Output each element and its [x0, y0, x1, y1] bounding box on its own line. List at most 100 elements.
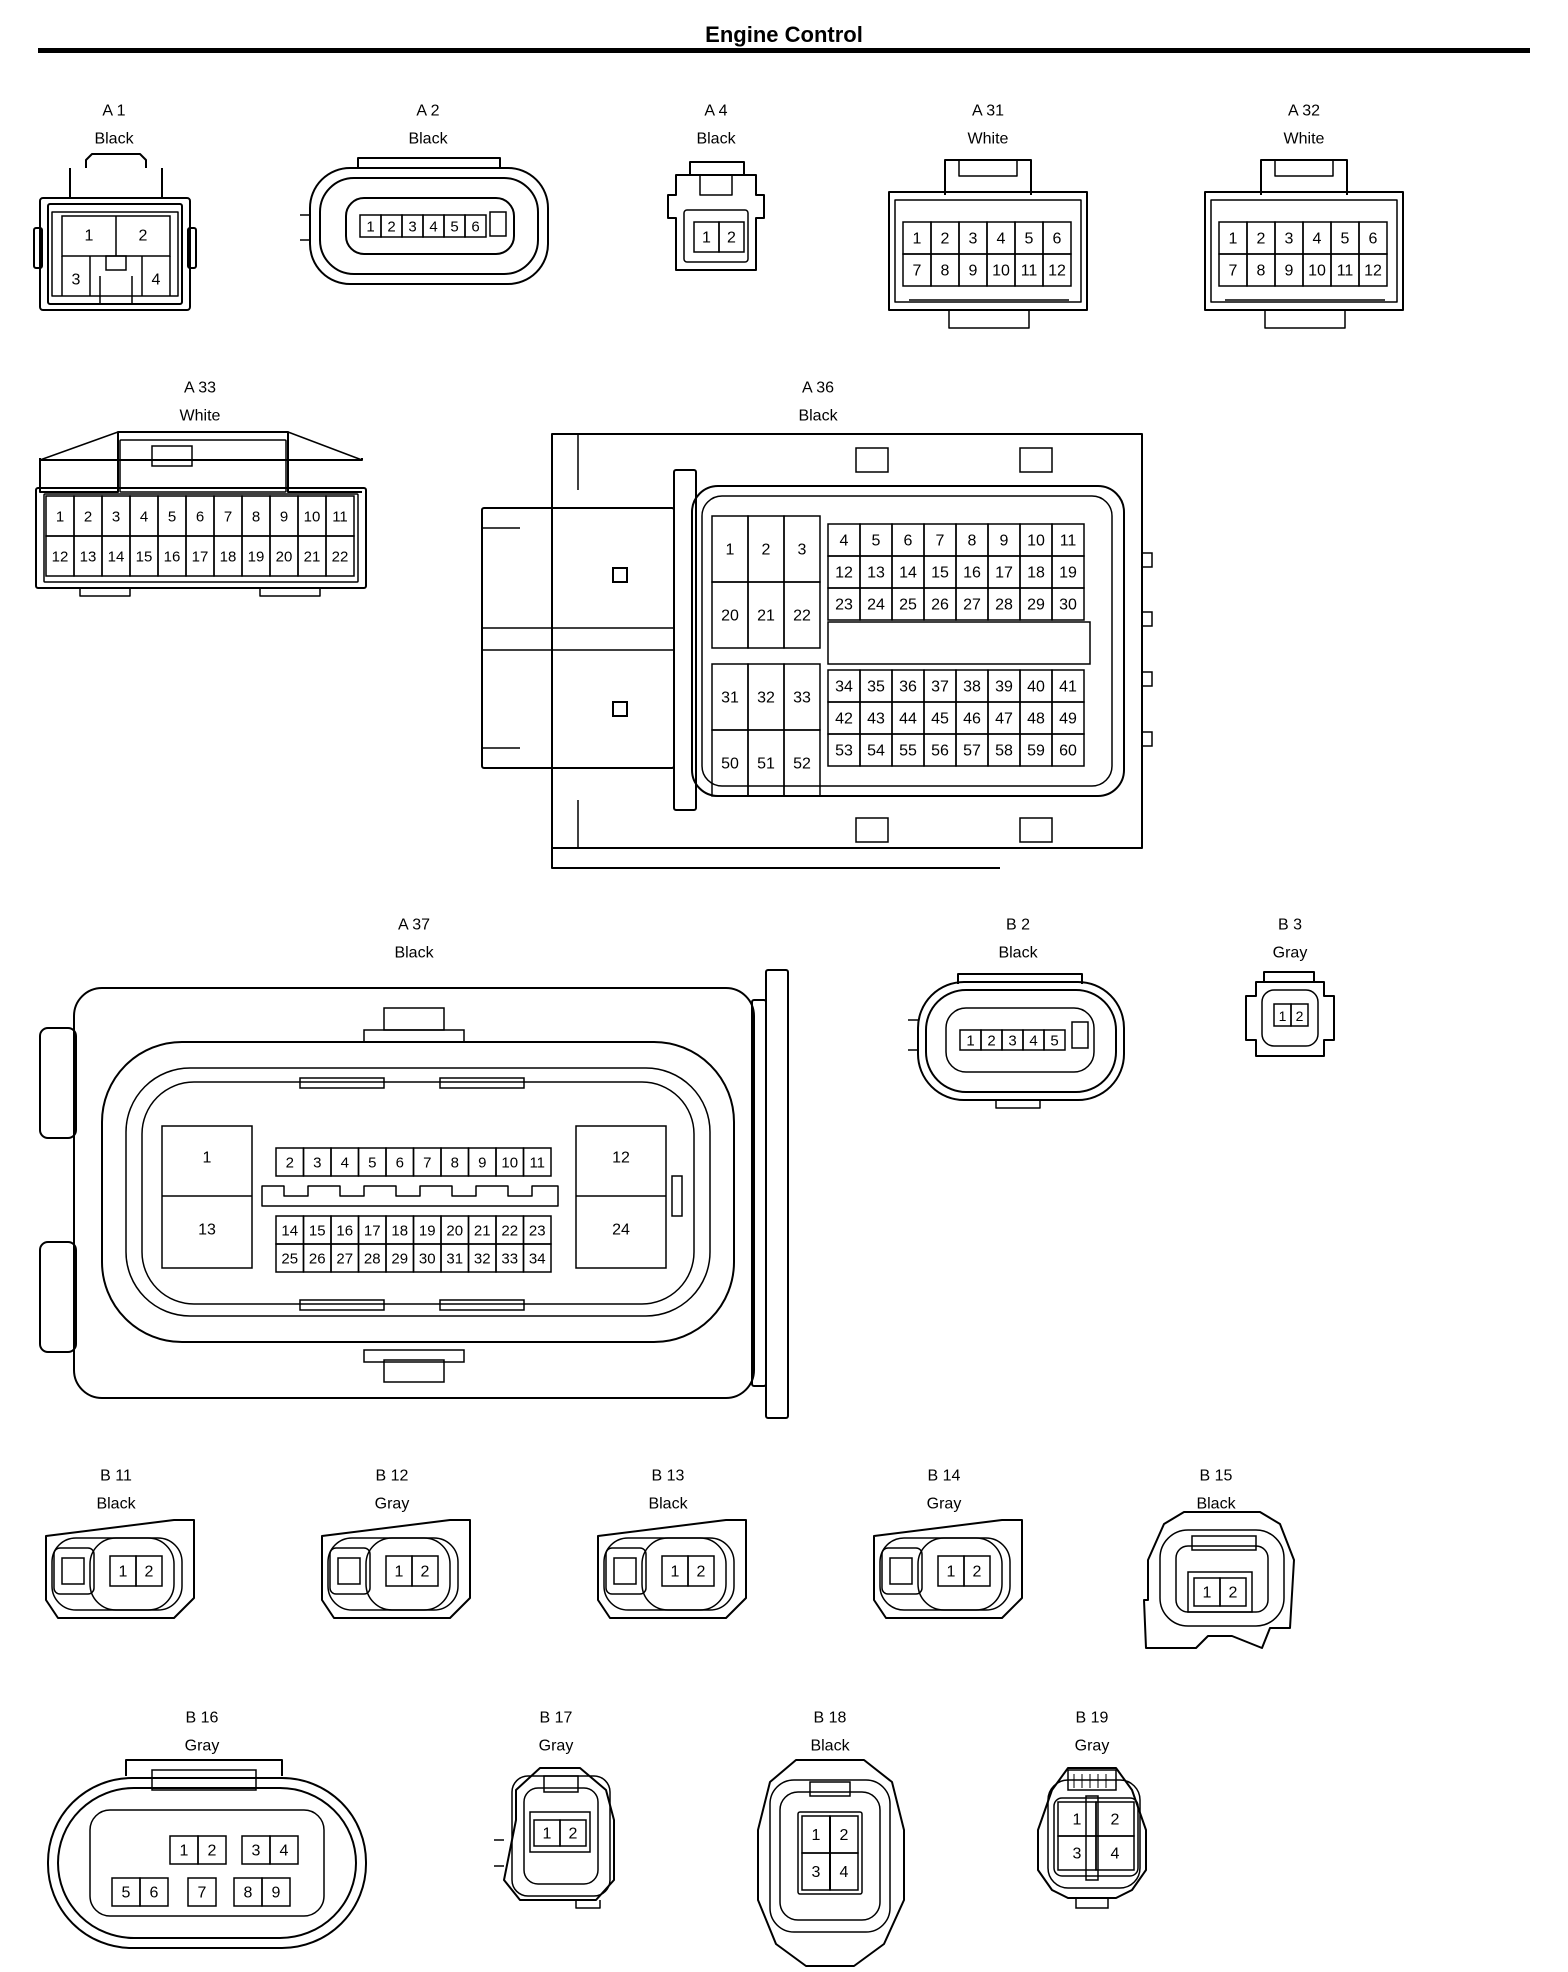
outline	[1071, 1021, 1089, 1049]
outline	[917, 981, 1125, 1101]
pin-number: 24	[612, 1222, 630, 1239]
outline	[701, 495, 1113, 787]
pin-cell	[783, 729, 821, 797]
pin-cell	[1219, 1577, 1247, 1607]
pin-number: 31	[446, 1251, 463, 1268]
outline	[39, 458, 363, 461]
pin-number: 33	[793, 690, 811, 707]
pin-number: 4	[840, 1864, 849, 1881]
outline	[299, 1077, 385, 1089]
pin-number: 2	[727, 230, 736, 247]
pin-number: 1	[812, 1827, 821, 1844]
title-rule	[38, 48, 1530, 53]
pin-number: 7	[936, 533, 945, 550]
pin-number: 3	[1285, 231, 1294, 248]
pin-number: 6	[196, 509, 204, 526]
pin-number: 1	[947, 1564, 956, 1581]
pin-cell	[522, 1243, 552, 1273]
pin-number: 11	[529, 1155, 545, 1172]
pin-number: 5	[1025, 231, 1034, 248]
outline	[1047, 1779, 1141, 1889]
pin-number: 11	[332, 509, 348, 526]
connector-id: B 11	[100, 1468, 132, 1485]
pin-number: 25	[281, 1251, 298, 1268]
pin-number: 11	[1060, 533, 1077, 550]
pin-number: 13	[867, 565, 885, 582]
pin-cell	[522, 1147, 552, 1177]
pin-number: 3	[112, 509, 120, 526]
pin-number: 8	[252, 509, 260, 526]
pin-number: 29	[391, 1251, 408, 1268]
pin-number: 21	[474, 1223, 491, 1240]
outline	[925, 989, 1117, 1093]
outline	[1274, 160, 1334, 177]
pin-cell	[1051, 587, 1085, 621]
pin-number: 3	[812, 1864, 821, 1881]
pin-number: 11	[1337, 263, 1354, 280]
outline	[1260, 159, 1348, 195]
connector-color: Gray	[927, 1496, 962, 1513]
pin-number: 1	[180, 1843, 189, 1860]
outline	[482, 627, 674, 651]
pin-number: 6	[904, 533, 913, 550]
pin-number: 54	[867, 743, 885, 760]
outline	[101, 1041, 735, 1343]
outline	[33, 227, 43, 269]
pin-number: 43	[867, 711, 885, 728]
pin-number: 18	[220, 549, 237, 566]
pin-number: 4	[280, 1843, 289, 1860]
outline	[1019, 447, 1053, 473]
pin-number: 32	[474, 1251, 491, 1268]
outline	[300, 214, 310, 241]
outline	[1159, 1529, 1285, 1627]
pin-number: 15	[931, 565, 949, 582]
pin-number: 7	[913, 263, 922, 280]
outline	[261, 1185, 559, 1207]
pin-number: 2	[840, 1827, 849, 1844]
pin-number: 5	[1341, 231, 1350, 248]
outline	[889, 1557, 913, 1585]
pin-number: 2	[1296, 1008, 1304, 1024]
connector-id: B 12	[376, 1468, 409, 1485]
connector-color: Black	[798, 408, 838, 425]
pin-number: 2	[84, 509, 92, 526]
outline	[605, 1547, 647, 1595]
pin-number: 18	[1027, 565, 1045, 582]
pin-number: 13	[198, 1222, 216, 1239]
pin-cell	[269, 1835, 299, 1865]
connector-color: Black	[696, 131, 736, 148]
pin-cell	[1043, 1029, 1066, 1051]
pin-number: 8	[1257, 263, 1266, 280]
outline	[357, 157, 501, 168]
outline	[575, 1900, 601, 1909]
pin-number: 26	[309, 1251, 326, 1268]
outline	[551, 434, 1000, 869]
pin-number: 7	[198, 1885, 207, 1902]
outline	[482, 527, 520, 749]
pin-number: 22	[332, 549, 349, 566]
outline	[529, 1811, 591, 1853]
pin-number: 6	[1369, 231, 1378, 248]
connector-color: Black	[648, 1496, 688, 1513]
pin-number: 6	[1053, 231, 1062, 248]
pin-cell	[718, 221, 745, 253]
pin-cell	[687, 1555, 715, 1587]
pin-number: 40	[1027, 679, 1045, 696]
pin-cell	[1095, 1835, 1135, 1871]
outline	[61, 1557, 85, 1585]
connector-id: A 2	[416, 103, 439, 120]
pin-number: 2	[762, 542, 771, 559]
outline	[689, 161, 745, 175]
outline	[39, 431, 363, 461]
connector-id: B 13	[652, 1468, 685, 1485]
pin-number: 5	[122, 1885, 131, 1902]
outline	[827, 621, 1091, 665]
outline	[47, 1777, 367, 1949]
pin-number: 3	[969, 231, 978, 248]
outline	[667, 174, 765, 271]
